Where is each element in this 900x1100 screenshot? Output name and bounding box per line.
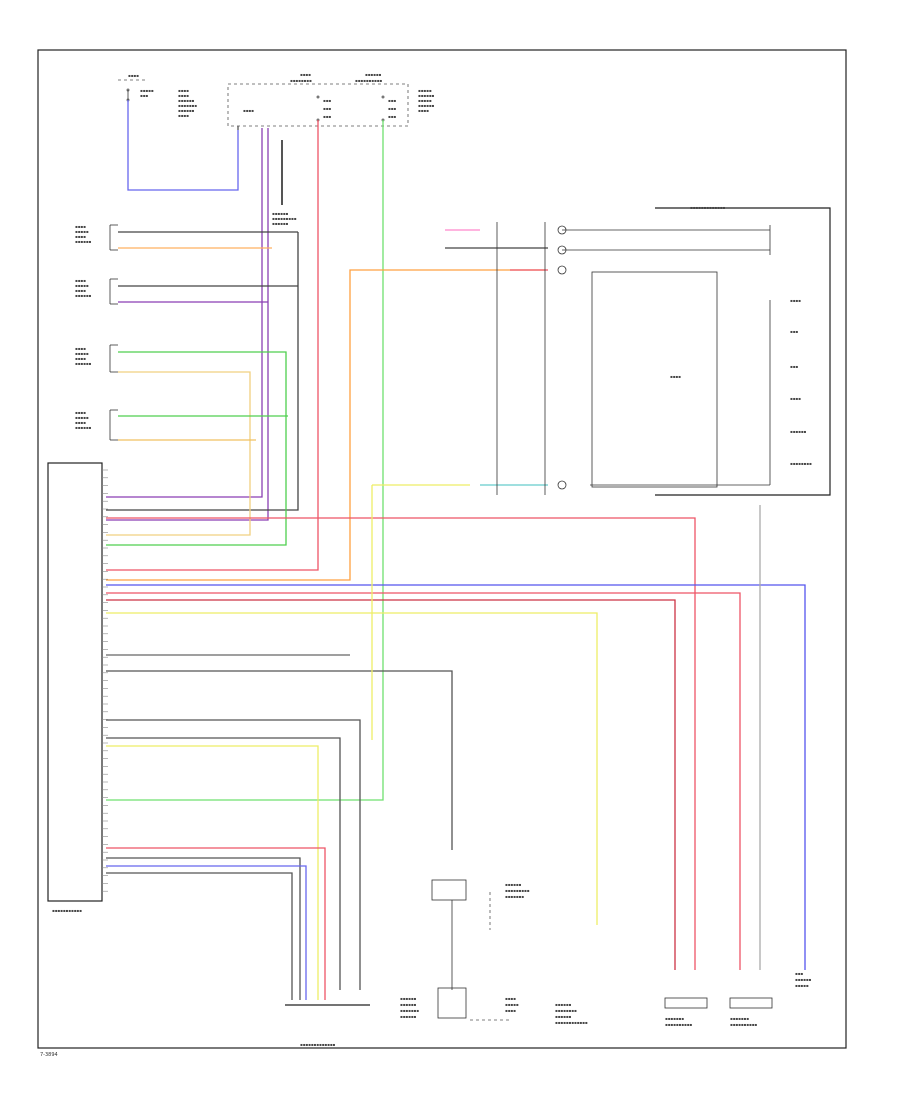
- svg-text:▪▪▪▪▪▪: ▪▪▪▪▪▪: [272, 221, 289, 226]
- svg-text:▪▪▪▪▪▪: ▪▪▪▪▪▪: [272, 211, 289, 216]
- svg-text:▪▪▪: ▪▪▪: [323, 114, 331, 119]
- svg-text:▪▪▪▪▪▪▪: ▪▪▪▪▪▪▪: [400, 1008, 419, 1013]
- svg-text:▪▪▪▪: ▪▪▪▪: [178, 93, 189, 98]
- svg-text:▪▪▪▪▪▪: ▪▪▪▪▪▪: [418, 103, 435, 108]
- svg-text:▪▪▪▪▪▪▪: ▪▪▪▪▪▪▪: [665, 1016, 684, 1021]
- svg-text:▪▪▪▪▪: ▪▪▪▪▪: [795, 983, 809, 988]
- speaker-front-left-door: ▪▪▪▪ ▪▪▪▪▪ ▪▪▪▪ ▪▪▪▪▪▪: [75, 278, 118, 305]
- svg-text:▪▪▪▪▪▪: ▪▪▪▪▪▪: [178, 98, 195, 103]
- svg-text:▪▪▪▪: ▪▪▪▪: [75, 410, 86, 415]
- svg-text:▪▪▪▪▪▪: ▪▪▪▪▪▪: [365, 72, 382, 77]
- svg-text:▪▪▪▪: ▪▪▪▪: [670, 374, 681, 379]
- svg-text:▪▪▪▪: ▪▪▪▪: [75, 278, 86, 283]
- svg-text:▪▪▪: ▪▪▪: [388, 98, 396, 103]
- svg-text:▪▪▪▪▪▪: ▪▪▪▪▪▪: [400, 1002, 417, 1007]
- relay-component: ▪▪▪▪▪▪ ▪▪▪▪▪▪▪▪▪ ▪▪▪▪▪▪▪: [431, 879, 530, 990]
- fuse-block-center: ▪▪▪▪ ▪▪▪▪▪▪▪▪ ▪▪▪▪▪▪ ▪▪▪▪▪▪▪▪▪▪ ▪▪▪▪ ▪▪▪…: [227, 72, 435, 127]
- svg-text:▪▪▪: ▪▪▪: [790, 329, 798, 334]
- svg-text:▪▪▪▪▪▪: ▪▪▪▪▪▪: [75, 425, 92, 430]
- svg-text:▪▪▪▪▪▪▪: ▪▪▪▪▪▪▪: [730, 1016, 749, 1021]
- svg-text:▪▪▪▪▪▪: ▪▪▪▪▪▪: [790, 429, 807, 434]
- svg-text:▪▪▪▪▪▪▪▪: ▪▪▪▪▪▪▪▪: [790, 461, 812, 466]
- svg-text:▪▪▪: ▪▪▪: [140, 93, 148, 98]
- svg-text:▪▪▪▪▪▪▪▪▪▪▪▪▪: ▪▪▪▪▪▪▪▪▪▪▪▪▪: [690, 205, 726, 210]
- svg-text:▪▪▪▪▪▪▪: ▪▪▪▪▪▪▪: [505, 894, 524, 899]
- svg-text:▪▪▪▪▪▪▪▪▪▪▪: ▪▪▪▪▪▪▪▪▪▪▪: [52, 908, 82, 913]
- steering-switch-panel: ▪▪▪▪ ▪▪▪▪ ▪▪▪ ▪▪▪ ▪▪▪▪ ▪▪▪▪▪▪ ▪▪▪▪▪▪▪▪ ▪…: [496, 205, 831, 496]
- svg-text:▪▪▪▪▪▪: ▪▪▪▪▪▪: [75, 361, 92, 366]
- svg-text:▪▪▪▪▪: ▪▪▪▪▪: [75, 283, 89, 288]
- svg-text:▪▪▪▪: ▪▪▪▪: [75, 346, 86, 351]
- wire-harness: ▪▪▪▪▪▪ ▪▪▪▪▪▪▪▪▪ ▪▪▪▪▪▪: [106, 100, 806, 1000]
- front-speakers-bottom: ▪▪▪▪▪▪▪ ▪▪▪▪▪▪▪▪▪▪ ▪▪▪▪▪▪▪ ▪▪▪▪▪▪▪▪▪▪ ▪▪…: [555, 971, 812, 1027]
- svg-text:▪▪▪▪▪▪: ▪▪▪▪▪▪: [75, 239, 92, 244]
- svg-text:▪▪▪▪: ▪▪▪▪: [505, 1008, 516, 1013]
- svg-text:▪▪▪▪▪: ▪▪▪▪▪: [75, 351, 89, 356]
- svg-text:▪▪▪▪▪▪▪▪▪▪: ▪▪▪▪▪▪▪▪▪▪: [730, 1022, 757, 1027]
- svg-text:▪▪▪▪: ▪▪▪▪: [128, 73, 139, 78]
- svg-text:▪▪▪▪▪: ▪▪▪▪▪: [75, 415, 89, 420]
- svg-text:▪▪▪: ▪▪▪: [388, 114, 396, 119]
- svg-text:▪▪▪▪: ▪▪▪▪: [75, 234, 86, 239]
- svg-text:▪▪▪▪▪▪: ▪▪▪▪▪▪: [400, 996, 417, 1001]
- svg-text:▪▪▪▪▪: ▪▪▪▪▪: [418, 98, 432, 103]
- svg-text:▪▪▪: ▪▪▪: [790, 364, 798, 369]
- audio-unit-pins: [102, 469, 108, 892]
- svg-text:▪▪▪▪▪▪▪▪▪▪: ▪▪▪▪▪▪▪▪▪▪: [355, 78, 382, 83]
- speaker-front-left-tweeter: ▪▪▪▪ ▪▪▪▪▪ ▪▪▪▪ ▪▪▪▪▪▪: [75, 224, 118, 251]
- svg-text:▪▪▪▪: ▪▪▪▪: [505, 996, 516, 1001]
- svg-text:▪▪▪▪: ▪▪▪▪: [75, 420, 86, 425]
- fuse-block-left: ▪▪▪▪ ▪▪▪▪▪ ▪▪▪ ▪▪▪▪ ▪▪▪▪ ▪▪▪▪▪▪ ▪▪▪▪▪▪▪ …: [118, 73, 197, 118]
- svg-text:▪▪▪: ▪▪▪: [323, 106, 331, 111]
- svg-text:▪▪▪: ▪▪▪: [323, 98, 331, 103]
- svg-text:▪▪▪▪▪▪▪: ▪▪▪▪▪▪▪: [178, 103, 197, 108]
- diagram-code: 7-3894: [40, 1052, 58, 1058]
- svg-text:▪▪▪▪▪▪▪▪▪▪▪▪▪: ▪▪▪▪▪▪▪▪▪▪▪▪▪: [300, 1042, 336, 1047]
- svg-text:▪▪▪▪▪▪: ▪▪▪▪▪▪: [400, 1014, 417, 1019]
- svg-text:▪▪▪▪: ▪▪▪▪: [790, 396, 801, 401]
- svg-text:▪▪▪▪▪▪: ▪▪▪▪▪▪: [795, 977, 812, 982]
- svg-text:▪▪▪: ▪▪▪: [388, 106, 396, 111]
- svg-text:▪▪▪▪: ▪▪▪▪: [75, 356, 86, 361]
- svg-text:▪▪▪▪▪: ▪▪▪▪▪: [75, 229, 89, 234]
- svg-text:▪▪▪▪▪▪: ▪▪▪▪▪▪: [505, 882, 522, 887]
- svg-text:▪▪▪▪▪▪▪▪▪▪▪▪: ▪▪▪▪▪▪▪▪▪▪▪▪: [555, 1020, 588, 1025]
- svg-text:▪▪▪▪: ▪▪▪▪: [790, 298, 801, 303]
- svg-text:▪▪▪▪: ▪▪▪▪: [300, 72, 311, 77]
- svg-text:▪▪▪▪: ▪▪▪▪: [178, 113, 189, 118]
- svg-text:▪▪▪▪: ▪▪▪▪: [418, 108, 429, 113]
- speaker-front-right-tweeter: ▪▪▪▪ ▪▪▪▪▪ ▪▪▪▪ ▪▪▪▪▪▪: [75, 344, 118, 373]
- svg-text:▪▪▪▪▪▪▪▪: ▪▪▪▪▪▪▪▪: [555, 1008, 577, 1013]
- svg-text:▪▪▪▪▪▪▪▪▪: ▪▪▪▪▪▪▪▪▪: [505, 888, 530, 893]
- svg-text:▪▪▪▪▪▪▪▪: ▪▪▪▪▪▪▪▪: [290, 78, 312, 83]
- diagram-frame: [37, 49, 847, 1049]
- svg-text:▪▪▪▪: ▪▪▪▪: [75, 224, 86, 229]
- svg-text:▪▪▪: ▪▪▪: [795, 971, 803, 976]
- svg-text:▪▪▪▪▪▪▪▪▪▪: ▪▪▪▪▪▪▪▪▪▪: [665, 1022, 692, 1027]
- svg-text:▪▪▪▪▪▪: ▪▪▪▪▪▪: [178, 108, 195, 113]
- svg-text:▪▪▪▪: ▪▪▪▪: [75, 288, 86, 293]
- svg-text:▪▪▪▪▪: ▪▪▪▪▪: [418, 88, 432, 93]
- audio-unit-box: [47, 462, 103, 902]
- speaker-front-right-door: ▪▪▪▪ ▪▪▪▪▪ ▪▪▪▪ ▪▪▪▪▪▪: [75, 409, 118, 441]
- svg-text:▪▪▪▪: ▪▪▪▪: [178, 88, 189, 93]
- ground-connector-bottom: ▪▪▪▪▪▪▪▪▪▪▪▪▪: [285, 1004, 370, 1047]
- svg-text:▪▪▪▪: ▪▪▪▪: [243, 108, 254, 113]
- svg-text:▪▪▪▪▪: ▪▪▪▪▪: [140, 88, 154, 93]
- svg-text:▪▪▪▪▪▪: ▪▪▪▪▪▪: [555, 1014, 572, 1019]
- svg-text:▪▪▪▪▪▪: ▪▪▪▪▪▪: [418, 93, 435, 98]
- svg-text:▪▪▪▪▪▪: ▪▪▪▪▪▪: [555, 1002, 572, 1007]
- svg-text:▪▪▪▪▪▪▪▪▪: ▪▪▪▪▪▪▪▪▪: [272, 216, 297, 221]
- svg-text:▪▪▪▪▪▪: ▪▪▪▪▪▪: [75, 293, 92, 298]
- svg-text:▪▪▪▪▪: ▪▪▪▪▪: [505, 1002, 519, 1007]
- bottom-switch: ▪▪▪▪▪▪ ▪▪▪▪▪▪ ▪▪▪▪▪▪▪ ▪▪▪▪▪▪ ▪▪▪▪ ▪▪▪▪▪ …: [400, 987, 519, 1021]
